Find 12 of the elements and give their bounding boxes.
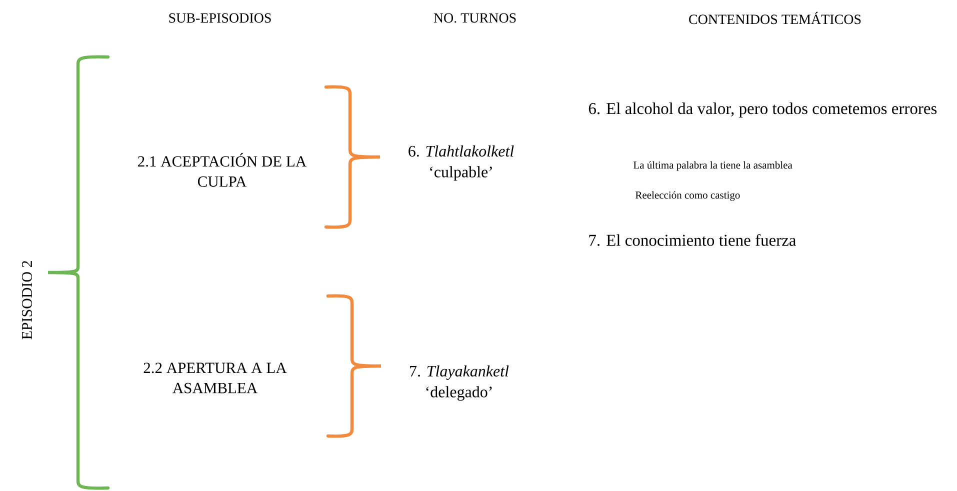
subtheme-text: Reelección como castigo: [636, 191, 740, 201]
column-heading: NO. TURNOS: [434, 13, 516, 23]
theme-text: 7. El conocimiento tiene fuerza: [589, 234, 796, 246]
sub-episode-text: 2.1 ACEPTACIÓN DE LA CULPA: [138, 153, 306, 187]
episode-label: EPISODIO 2: [22, 261, 32, 340]
column-heading: CONTENIDOS TEMÁTICOS: [689, 12, 861, 24]
turn-text: 6. Tlahtlakolketl ‘culpable’: [408, 145, 514, 181]
theme-text: 6. El alcohol da valor, pero todos cometemos errores: [588, 102, 937, 118]
sub-episode-text: 2.2 APERTURA A LA ASAMBLEA: [144, 362, 287, 394]
column-heading: SUB-EPISODIOS: [169, 13, 271, 23]
subtheme-text: La última palabra la tiene la asamblea: [634, 161, 792, 171]
turn-text: 7. Tlayakanketl ‘delegado’: [410, 365, 509, 401]
